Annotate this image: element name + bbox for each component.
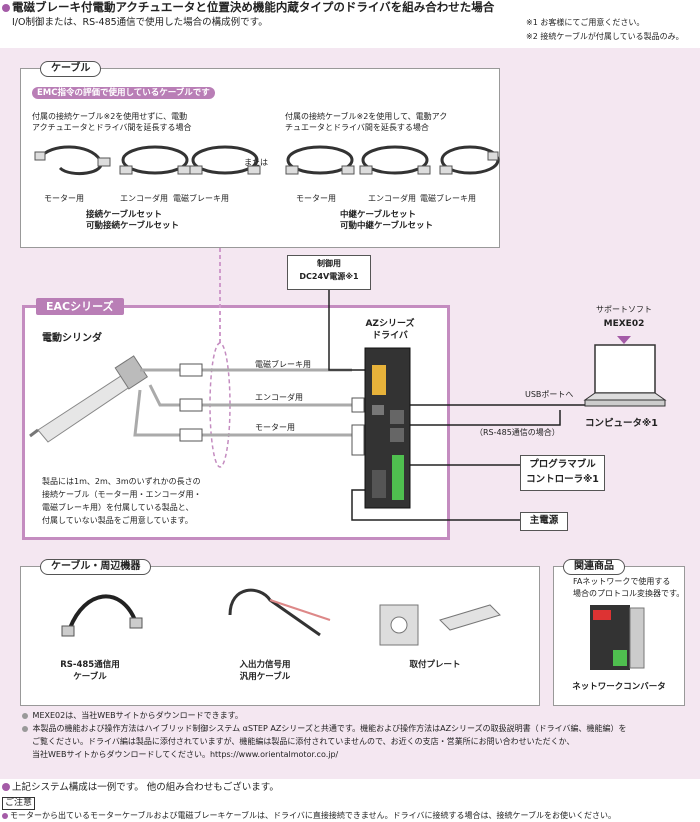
related-desc-2: 場合のプロトコル変換器です。 [573, 589, 685, 598]
dc24-line2: DC24V電源※1 [299, 272, 359, 281]
network-converter-icon [590, 605, 645, 670]
note-1: ※1 お客様にてご用意ください。 [526, 18, 645, 27]
io-cable-2: 汎用ケーブル [239, 672, 291, 682]
dc24-power-box [287, 255, 371, 290]
left-desc-2: アクチュエータとドライバ間を延長する場合 [32, 123, 192, 132]
wire-motor: モーター用 [255, 423, 295, 432]
periph-section [20, 566, 540, 706]
main-power-label: 主電源 [529, 515, 559, 526]
right-desc-2: チュエータとドライバ間を延長する場合 [285, 123, 429, 132]
computer-label: コンピュータ※1 [585, 418, 658, 429]
rs485-cable-1: RS-485通信用 [60, 660, 120, 670]
cable-encoder-left [121, 145, 189, 175]
eac-note-2: 接続ケーブル（モーター用・エンコーダ用・ [42, 490, 202, 499]
cylinder-label: 電動シリンダ [42, 333, 102, 344]
label-motor-left: モーター用 [44, 194, 84, 203]
footnote-4: 当社WEBサイトからダウンロードしてください。https://www.orien… [32, 750, 339, 759]
periph-tag: ケーブル・周辺機器 [40, 559, 152, 575]
related-name: ネットワークコンバータ [572, 682, 666, 692]
cylinder-illustration [29, 355, 148, 443]
eac-note-1: 製品には1m、2m、3mのいずれかの長さの [42, 477, 201, 486]
rs485-cable-icon [68, 594, 137, 629]
driver-label-2: ドライバ [372, 331, 408, 341]
right-set-2: 可動中継ケーブルセット [340, 221, 433, 231]
note-2: ※2 接続ケーブルが付属している製品のみ。 [526, 32, 684, 41]
cable-brake-left [191, 145, 259, 175]
bullet-icon [2, 813, 8, 819]
right-set-1: 中継ケーブルセット [340, 210, 416, 220]
footnote-3: ご覧ください。ドライバ編は製品に添付されていますが、機能編は製品に添付されていま… [32, 737, 575, 746]
rs485-label: （RS-485通信の場合） [475, 428, 560, 437]
io-cable-1: 入出力信号用 [239, 660, 291, 670]
periph-illustrations [61, 588, 501, 646]
page-subtitle: I/O制御または、RS-485通信で使用した場合の構成例です。 [12, 17, 268, 28]
bullet-icon [22, 726, 28, 732]
caution-text: モーターから出ているモーターケーブルおよび電磁ブレーキケーブルは、ドライバに直接… [2, 811, 616, 821]
footnote-1: MEXE02は、当社WEBサイトからダウンロードできます。 [22, 711, 243, 721]
eac-tag: EACシリーズ [36, 298, 124, 316]
eac-note-4: 付属していない製品をご用意しています。 [42, 516, 193, 525]
caution-tag: ご注意 [2, 797, 36, 810]
left-set-1: 接続ケーブルセット [86, 210, 162, 220]
usb-label: USBポートへ [525, 390, 574, 399]
bullet-icon [2, 4, 10, 12]
left-set-2: 可動接続ケーブルセット [86, 221, 179, 231]
plc-line1: プログラマブル [529, 459, 596, 470]
related-tag: 関連商品 [563, 559, 625, 575]
emc-tag: EMC指令の評価で使用しているケーブルです [32, 87, 215, 100]
laptop-icon [583, 344, 667, 407]
cable-motor-right [286, 145, 354, 175]
label-encoder-left: エンコーダ用 [120, 194, 168, 203]
page-title: 電磁ブレーキ付電動アクチュエータと位置決め機能内蔵タイプのドライバを組み合わせた… [2, 0, 494, 15]
support-line1: サポートソフト [596, 305, 652, 314]
label-motor-right: モーター用 [296, 194, 336, 203]
label-encoder-right: エンコーダ用 [368, 194, 416, 203]
main-power-box [520, 512, 568, 531]
support-line2: MEXE02 [603, 319, 645, 329]
driver-unit [364, 347, 411, 509]
label-brake-right: 電磁ブレーキ用 [420, 194, 476, 203]
io-cable-icon [228, 588, 321, 637]
left-desc-1: 付属の接続ケーブル※2を使用せずに、電動 [32, 112, 188, 121]
driver-label-1: AZシリーズ [365, 319, 415, 329]
wire-brake: 電磁ブレーキ用 [255, 360, 311, 369]
bullet-icon [22, 713, 28, 719]
related-desc-1: FAネットワークで使用する [573, 577, 671, 586]
plc-line2: コントローラ※1 [526, 474, 599, 485]
label-brake-left: 電磁ブレーキ用 [173, 194, 229, 203]
example-note: 上記システム構成は一例です。 他の組み合わせもございます。 [2, 782, 279, 793]
wire-encoder: エンコーダ用 [255, 393, 303, 402]
cable-illustrations [34, 145, 500, 175]
dc24-line1: 制御用 [317, 259, 341, 268]
plc-box [520, 455, 605, 491]
plate-label: 取付プレート [409, 660, 461, 670]
footnote-2: 本製品の機能および操作方法はハイブリッド制御システム αSTEP AZシリーズと… [22, 724, 627, 734]
or-label: または [244, 158, 268, 167]
right-desc-1: 付属の接続ケーブル※2を使用して、電動アク [285, 112, 448, 121]
bullet-icon [2, 783, 10, 791]
rs485-cable-2: ケーブル [73, 672, 107, 682]
cable-tag: ケーブル [40, 61, 102, 77]
eac-note-3: 電磁ブレーキ用）を付属している製品と、 [42, 503, 194, 512]
cable-encoder-right [361, 145, 429, 175]
